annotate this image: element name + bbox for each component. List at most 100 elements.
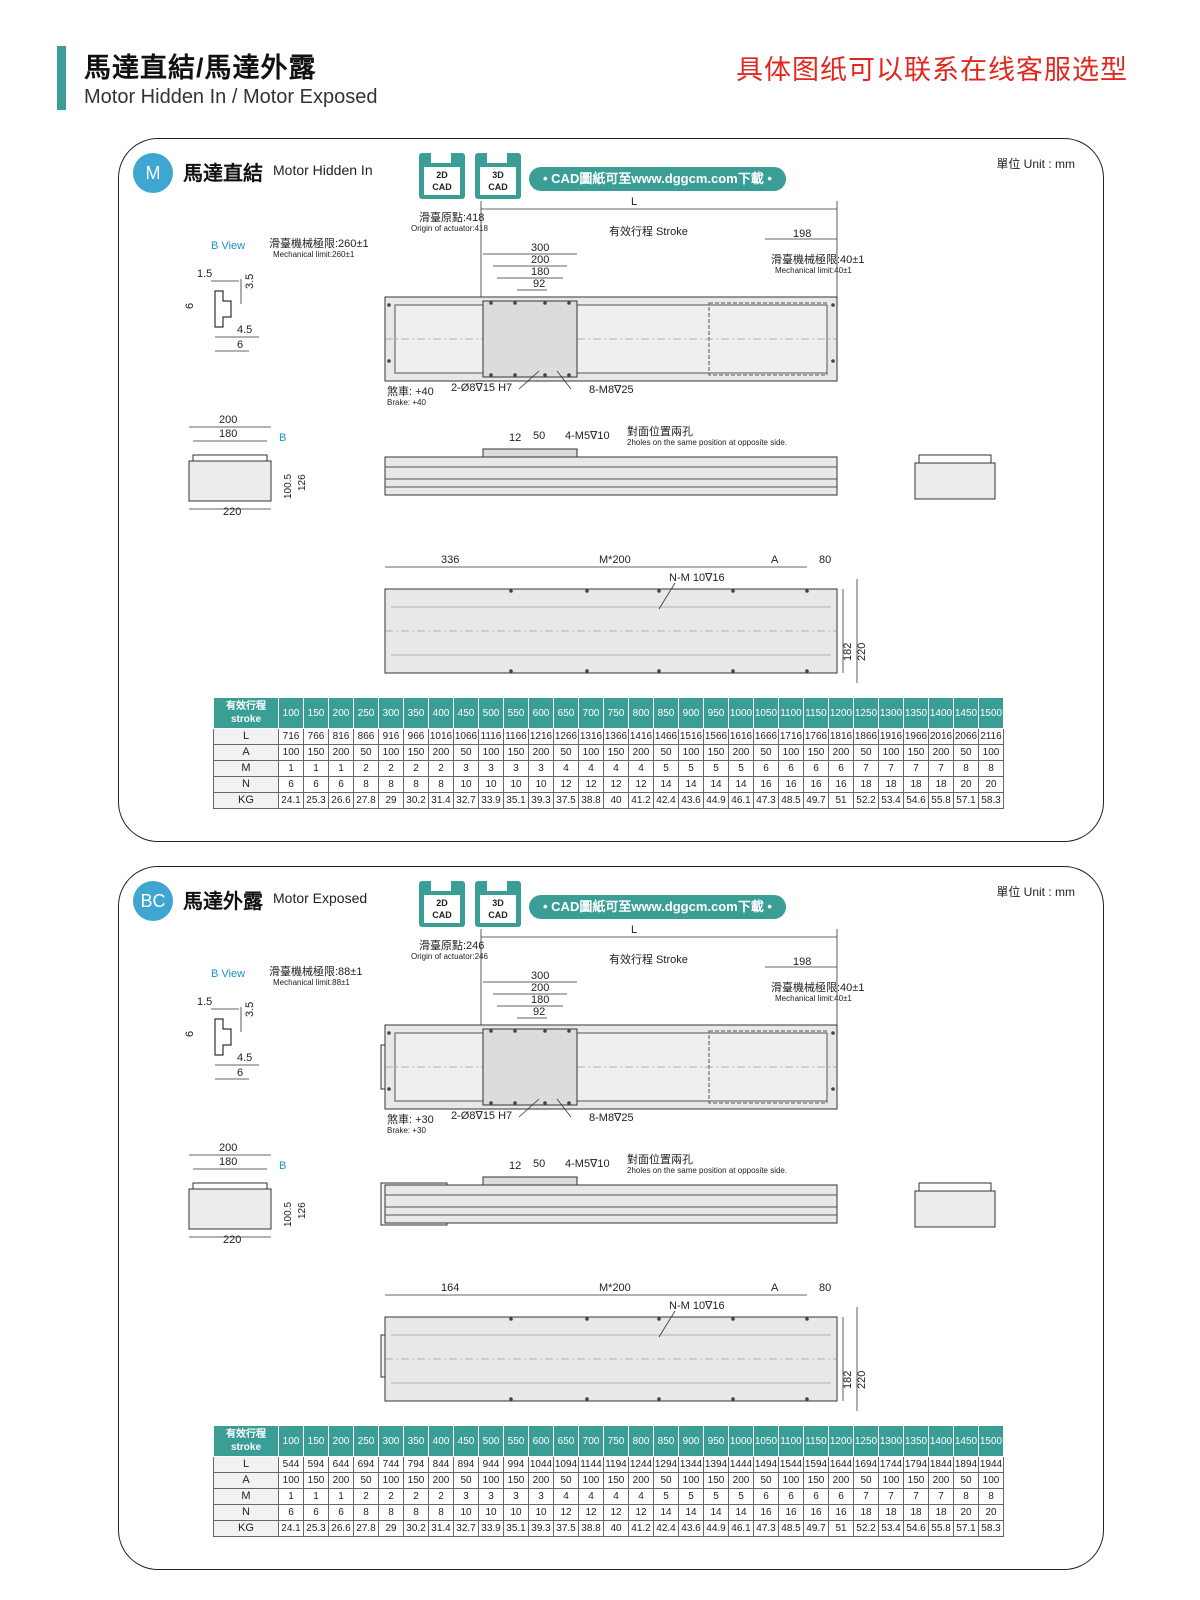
bottom-hole [509, 669, 513, 673]
dim-label: 180 [219, 428, 237, 440]
dim-label: 126 [297, 1202, 308, 1219]
table-cell: 4 [603, 1488, 629, 1505]
table-header-cell: 400 [428, 697, 454, 729]
table-header-cell: 1450 [953, 1425, 979, 1457]
dim-label: 3.5 [244, 274, 256, 289]
table-cell: 27.8 [353, 1520, 379, 1537]
table-cell: 4 [553, 1488, 579, 1505]
table-cell: 150 [303, 744, 329, 761]
dim-label: 126 [297, 474, 308, 491]
table-cell: 100 [978, 744, 1004, 761]
dim-label: Mechanical limit:88±1 [273, 978, 350, 987]
panel-title: 馬達直結 [183, 163, 263, 185]
table-header-cell: 100 [278, 697, 304, 729]
dim-label: 200 [531, 254, 549, 266]
table-cell: 150 [403, 1472, 429, 1489]
table-row-label: KG [213, 1520, 279, 1537]
table-cell: 1116 [478, 728, 504, 745]
dim-label: 100.5 [283, 1202, 294, 1227]
origin-label: 滑臺原點:418 [419, 210, 484, 224]
end-view-front [188, 1188, 272, 1230]
table-cell: 150 [703, 744, 729, 761]
table-cell: 57.1 [953, 1520, 979, 1537]
table-cell: 1194 [603, 1456, 629, 1473]
table-cell: 50 [853, 744, 879, 761]
table-header-cell: 1100 [778, 1425, 804, 1457]
table-cell: 2066 [953, 728, 979, 745]
n-hole-label: N-M 10∇16 [669, 572, 725, 584]
end-hole [831, 303, 835, 307]
dim-label: Brake: +40 [387, 398, 426, 407]
table-header-label: 有效行程 stroke [213, 697, 279, 729]
dim-line [556, 1098, 572, 1118]
table-header-cell: 850 [653, 697, 679, 729]
actuator-body-side [384, 1184, 838, 1224]
bottom-hole [585, 1317, 589, 1321]
cad-2d-icon[interactable]: 2D CAD [419, 153, 465, 199]
table-cell: 1216 [528, 728, 554, 745]
dim-label: 198 [793, 228, 811, 240]
table-cell: 5 [653, 760, 679, 777]
table-cell: 100 [678, 1472, 704, 1489]
table-cell: 44.9 [703, 1520, 729, 1537]
cad-2d-icon[interactable]: 2D CAD [419, 881, 465, 927]
table-header-cell: 1400 [928, 697, 954, 729]
table-cell: 5 [703, 760, 729, 777]
dim-line [518, 1098, 540, 1118]
table-cell: 50 [653, 1472, 679, 1489]
table-cell: 3 [453, 1488, 479, 1505]
table-cell: 4 [578, 760, 604, 777]
dim-label: M*200 [599, 1282, 631, 1294]
dim-label: 164 [441, 1282, 459, 1294]
table-cell: 7 [878, 1488, 904, 1505]
slide-table [482, 1028, 578, 1106]
tap-hole [543, 301, 547, 305]
table-cell: 1 [278, 760, 304, 777]
table-cell: 18 [903, 776, 929, 793]
table-cell: 1294 [653, 1456, 679, 1473]
table-cell: 2 [353, 1488, 379, 1505]
table-cell: 6 [778, 1488, 804, 1505]
dim-label: Origin of actuator:246 [411, 952, 488, 961]
table-cell: 1894 [953, 1456, 979, 1473]
table-cell: 150 [503, 1472, 529, 1489]
table-cell: 8 [403, 1504, 429, 1521]
end-view-front [188, 460, 272, 502]
tap-hole [567, 373, 571, 377]
dim-label: 6 [237, 339, 243, 351]
table-cell: 200 [928, 1472, 954, 1489]
end-hole [387, 359, 391, 363]
dim-label: 180 [531, 266, 549, 278]
cad-download-link[interactable]: • CAD圖紙可至www.dggcm.com下載 • [529, 895, 786, 919]
table-cell: 58.3 [978, 1520, 1004, 1537]
table-cell: 1744 [878, 1456, 904, 1473]
table-cell: 6 [828, 1488, 854, 1505]
table-cell: 38.8 [578, 1520, 604, 1537]
table-cell: 10 [453, 776, 479, 793]
bottom-hole [657, 669, 661, 673]
page-subtitle: Motor Hidden In / Motor Exposed [84, 86, 378, 108]
table-row-label: A [213, 1472, 279, 1489]
unit-label: 單位 Unit : mm [996, 885, 1075, 899]
b-view-profile [214, 290, 232, 328]
table-cell: 7 [878, 760, 904, 777]
table-cell: 24.1 [278, 1520, 304, 1537]
table-cell: 6 [828, 760, 854, 777]
cad-download-link[interactable]: • CAD圖紙可至www.dggcm.com下載 • [529, 167, 786, 191]
table-cell: 866 [353, 728, 379, 745]
dim-label: 92 [533, 1006, 545, 1018]
table-header-cell: 900 [678, 697, 704, 729]
table-header-cell: 1500 [978, 697, 1004, 729]
table-cell: 51 [828, 792, 854, 809]
table-cell: 50 [453, 1472, 479, 1489]
b-view-label: B View [211, 968, 245, 980]
table-header-cell: 800 [628, 697, 654, 729]
table-cell: 16 [778, 776, 804, 793]
table-cell: 3 [528, 1488, 554, 1505]
cad-3d-icon[interactable]: 3D CAD [475, 153, 521, 199]
cad-3d-icon[interactable]: 3D CAD [475, 881, 521, 927]
